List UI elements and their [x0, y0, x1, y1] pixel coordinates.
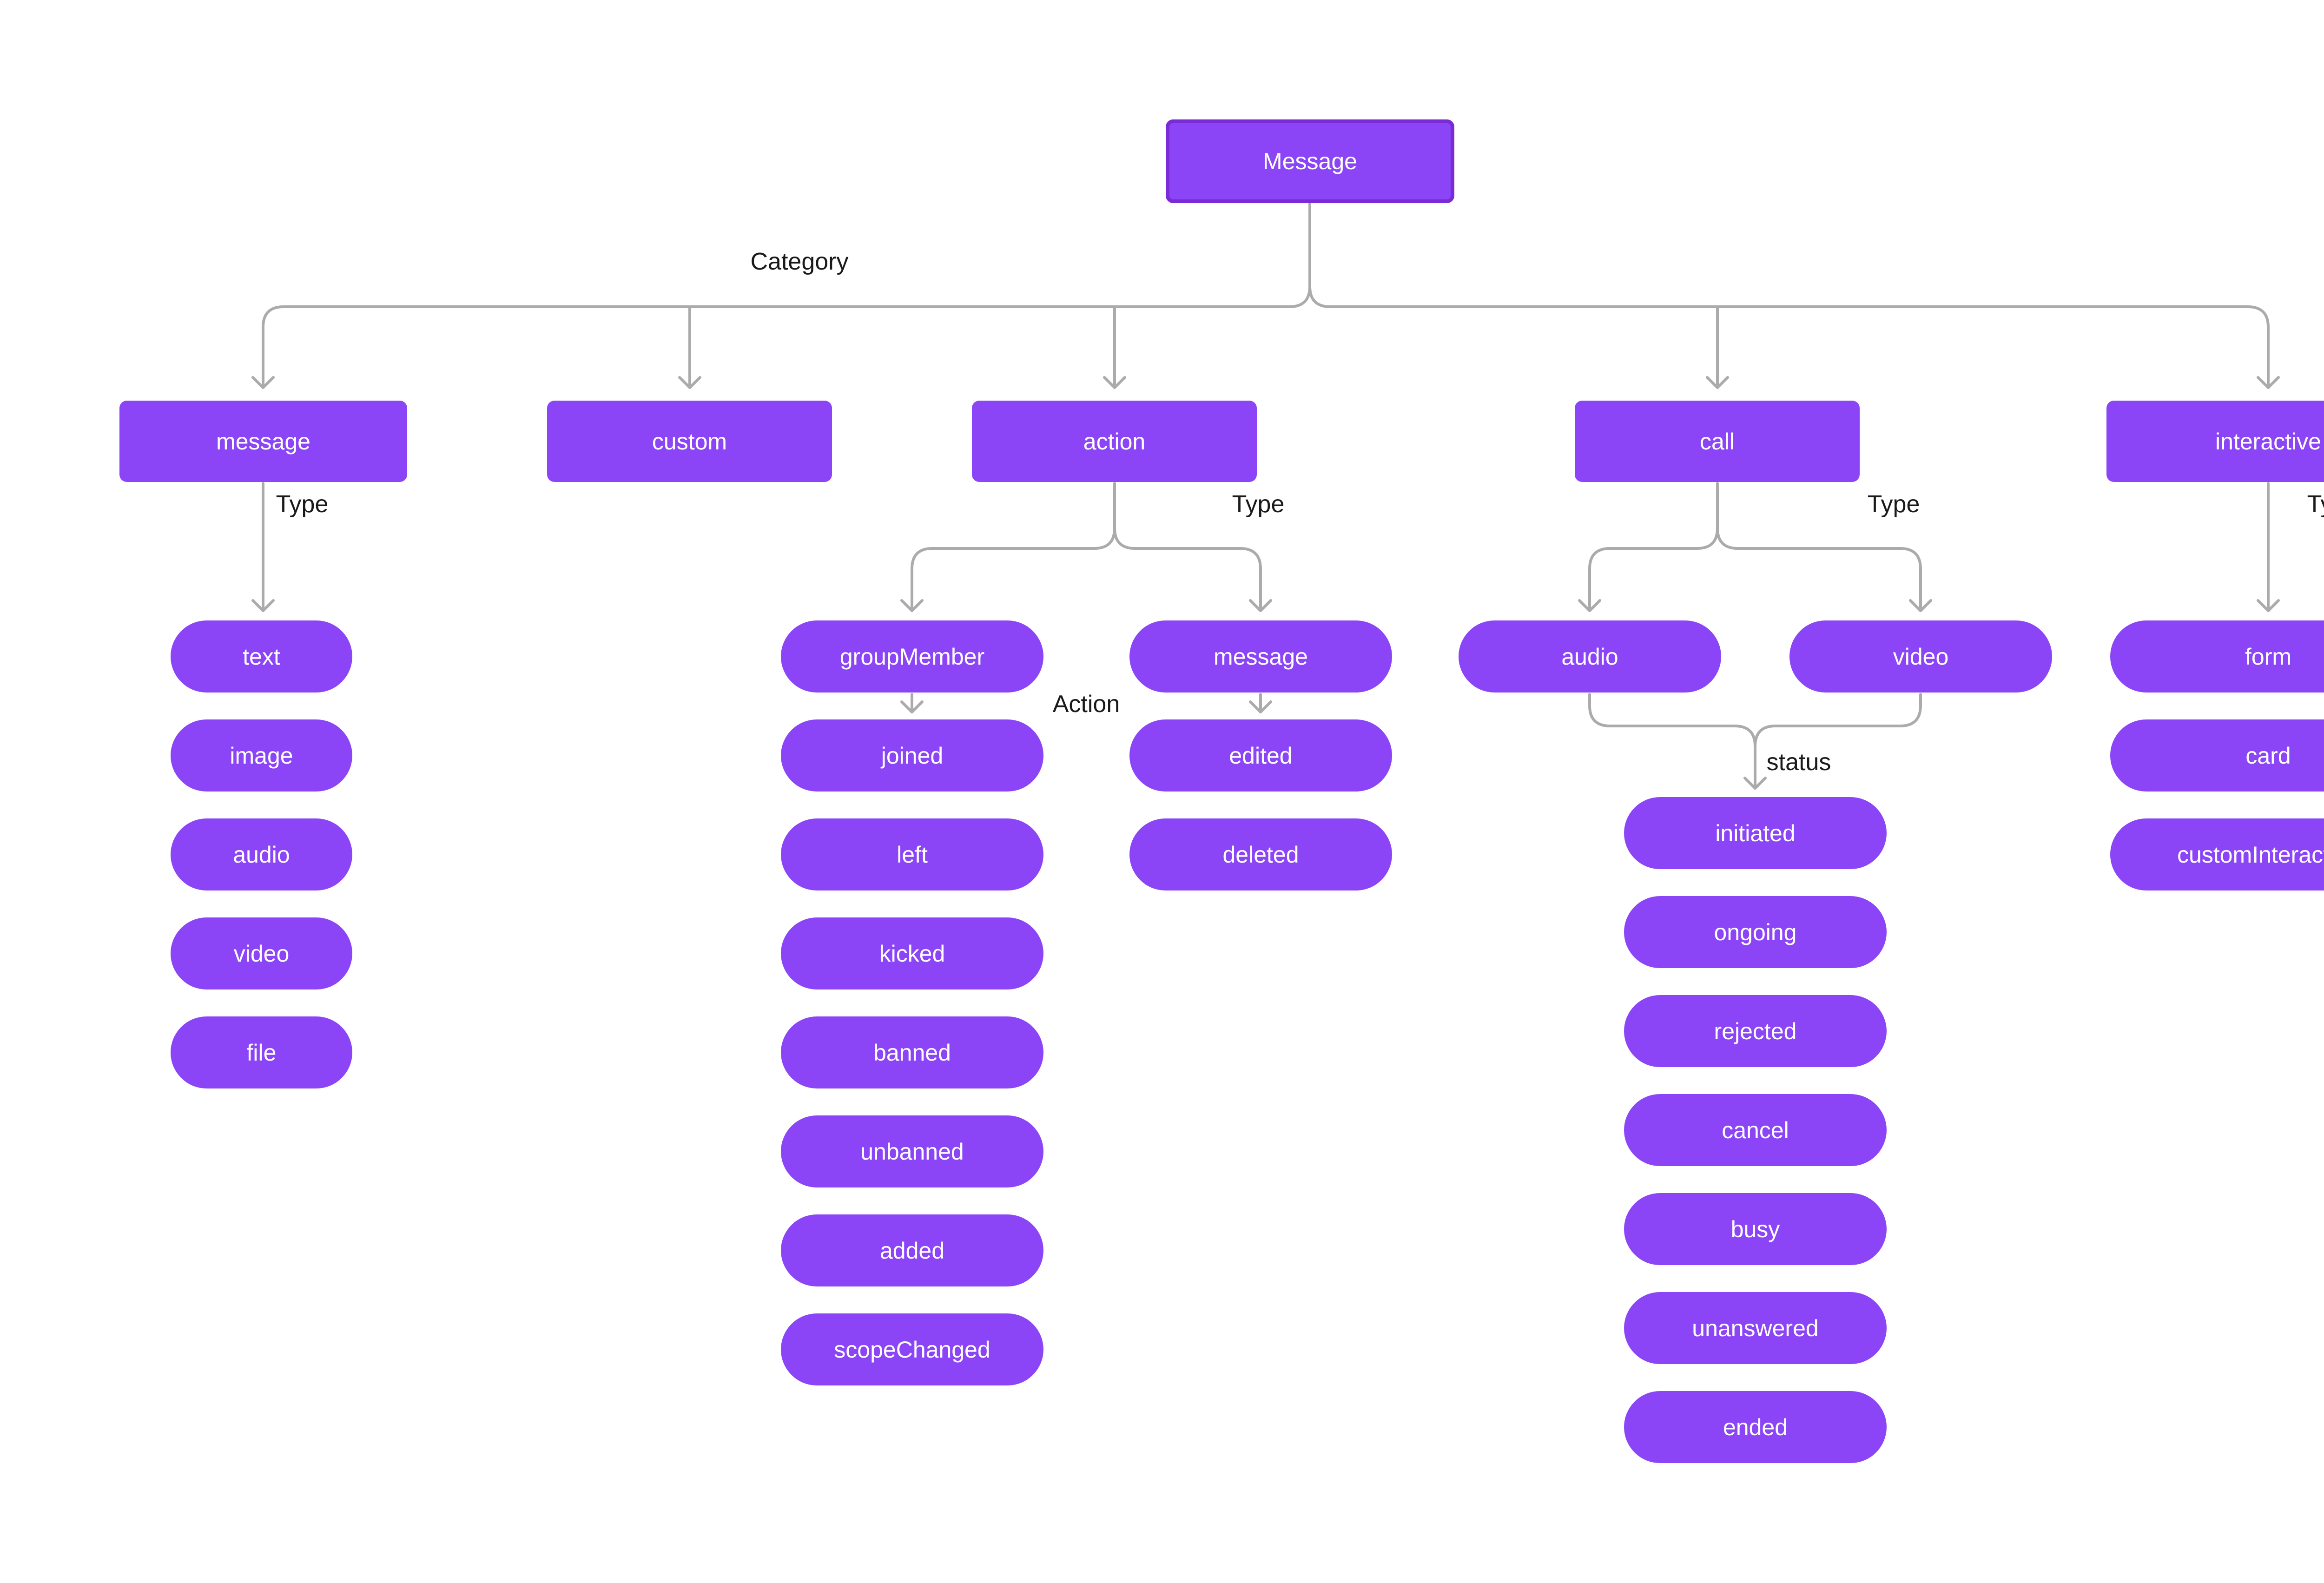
node-group-action-kicked: kicked: [781, 917, 1043, 989]
node-call-status-cancel: cancel: [1624, 1094, 1887, 1166]
node-group-action-added: added: [781, 1214, 1043, 1286]
node-call-status-unanswered: unanswered: [1624, 1292, 1887, 1364]
edge-label-type-action: Type: [1232, 491, 1285, 518]
node-group-action-left: left: [781, 818, 1043, 890]
node-category-message: message: [119, 401, 407, 482]
node-category-action: action: [972, 401, 1257, 482]
edge-label-category: Category: [750, 248, 849, 275]
node-group-action-unbanned: unbanned: [781, 1115, 1043, 1187]
node-message-type-video: video: [171, 917, 352, 989]
node-interactive-type-form: form: [2110, 620, 2324, 693]
node-call-type-audio: audio: [1459, 620, 1721, 693]
node-message-type-audio: audio: [171, 818, 352, 890]
edge-label-status: status: [1766, 749, 1831, 776]
edge-label-action: Action: [1052, 691, 1120, 718]
node-action-type-groupmember: groupMember: [781, 620, 1043, 693]
node-call-status-rejected: rejected: [1624, 995, 1887, 1067]
node-interactive-type-custominteractive: customInteractive: [2110, 818, 2324, 890]
node-call-status-ended: ended: [1624, 1391, 1887, 1463]
node-message-action-edited: edited: [1129, 719, 1392, 792]
node-call-status-ongoing: ongoing: [1624, 896, 1887, 968]
node-category-call: call: [1575, 401, 1860, 482]
node-message-action-deleted: deleted: [1129, 818, 1392, 890]
node-group-action-banned: banned: [781, 1016, 1043, 1088]
node-message-type-image: image: [171, 719, 352, 792]
node-call-status-initiated: initiated: [1624, 797, 1887, 869]
edge-label-type-call: Type: [1867, 491, 1920, 518]
node-root-message: Message: [1166, 119, 1454, 203]
edge-label-type-interactive: Type: [2307, 491, 2324, 518]
node-action-type-message: message: [1129, 620, 1392, 693]
node-interactive-type-card: card: [2110, 719, 2324, 792]
node-category-interactive: interactive: [2106, 401, 2324, 482]
edge-label-type-message: Type: [276, 491, 329, 518]
node-message-type-file: file: [171, 1016, 352, 1088]
node-message-type-text: text: [171, 620, 352, 693]
node-group-action-joined: joined: [781, 719, 1043, 792]
node-call-status-busy: busy: [1624, 1193, 1887, 1265]
node-category-custom: custom: [547, 401, 832, 482]
node-call-type-video: video: [1789, 620, 2052, 693]
node-group-action-scopechanged: scopeChanged: [781, 1313, 1043, 1385]
